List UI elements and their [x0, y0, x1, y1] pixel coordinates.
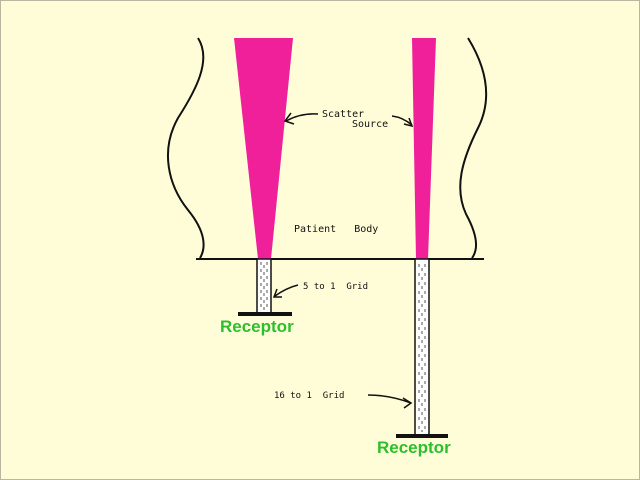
patient-body-left-edge [167, 37, 205, 259]
arrow-to-right-grid-head [402, 397, 413, 409]
label-grid-right: 16 to 1 Grid [274, 391, 344, 401]
arrow-to-right-grid [367, 394, 412, 404]
receptor-plate-left [238, 312, 292, 316]
grid-left [256, 258, 272, 314]
arrow-to-narrow-cone-head [403, 117, 414, 128]
scatter-cone-wide [234, 38, 293, 259]
receptor-plate-right [396, 434, 448, 438]
label-patient-body: Patient Body [294, 224, 378, 235]
arrow-to-left-grid [274, 284, 299, 297]
patient-body-right-edge [459, 37, 487, 259]
arrow-to-wide-cone-head [283, 112, 295, 125]
grid-right [414, 258, 430, 436]
label-scatter: Scatter [322, 109, 364, 120]
label-grid-left: 5 to 1 Grid [303, 282, 368, 292]
label-receptor-left: Receptor [220, 317, 294, 336]
arrow-to-wide-cone [285, 113, 319, 122]
label-receptor-right: Receptor [377, 438, 451, 457]
label-source: Source [352, 119, 388, 130]
arrow-to-left-grid-head [272, 288, 282, 298]
scatter-cone-narrow [412, 38, 436, 259]
arrow-to-narrow-cone [391, 115, 413, 126]
